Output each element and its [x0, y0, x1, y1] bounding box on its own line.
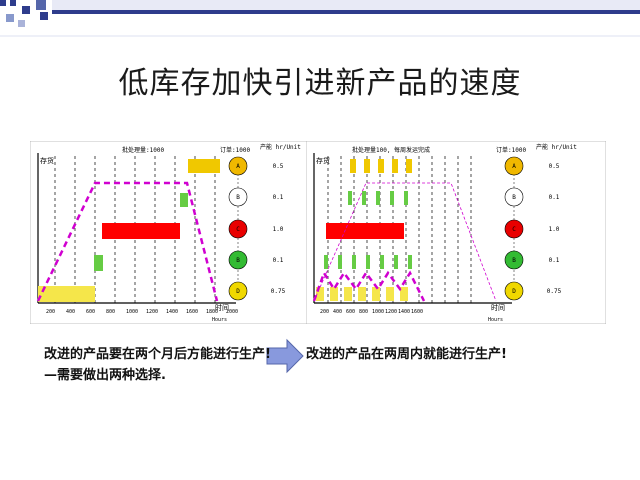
svg-text:400: 400: [333, 309, 342, 315]
svg-text:1.0: 1.0: [549, 226, 560, 233]
svg-text:400: 400: [66, 309, 75, 315]
svg-text:1600: 1600: [411, 309, 423, 315]
svg-text:0.1: 0.1: [549, 257, 560, 264]
green-bar: [94, 255, 103, 271]
svg-text:2000: 2000: [226, 309, 238, 315]
svg-text:D: D: [512, 288, 516, 295]
svg-text:1200: 1200: [146, 309, 158, 315]
svg-text:A: A: [512, 163, 516, 170]
batch-label: 批处理量:1000: [122, 146, 164, 154]
station-b: [504, 187, 524, 207]
right-flow-diagram: 存货 时间 Hours 批处理量100, 每周发运完成 订单:1000 产能 h…: [306, 141, 606, 324]
svg-text:1800: 1800: [206, 309, 218, 315]
svg-text:200: 200: [320, 309, 329, 315]
batch-label: 批处理量100, 每周发运完成: [352, 146, 430, 154]
svg-text:C: C: [512, 226, 516, 233]
orange-bar: [188, 159, 220, 173]
svg-text:1200: 1200: [385, 309, 397, 315]
left-caption: 改进的产品要在两个月后方能进行生产!—需要做出两种选择.: [44, 347, 271, 383]
station-a: [504, 156, 524, 176]
svg-text:D: D: [236, 288, 240, 295]
svg-text:0.75: 0.75: [547, 288, 562, 295]
svg-text:A: A: [236, 163, 240, 170]
svg-text:1400: 1400: [166, 309, 178, 315]
units-header: 产能 hr/Unit: [536, 143, 577, 151]
svg-text:800: 800: [359, 309, 368, 315]
right-caption: 改进的产品在两周内就能进行生产!: [306, 347, 507, 362]
station-c: [228, 219, 248, 239]
header-decoration: [0, 0, 640, 37]
red-bar: [102, 223, 180, 239]
svg-text:600: 600: [346, 309, 355, 315]
yellow-bar: [38, 286, 95, 302]
svg-text:B: B: [236, 194, 240, 201]
red-bar: [326, 223, 404, 239]
svg-text:1600: 1600: [186, 309, 198, 315]
left-flow-diagram: 存货 时间 Hours 批处理量:1000 订单:1000 产能 hr/Unit…: [30, 141, 330, 324]
station-b2: [228, 250, 248, 270]
y-axis-label: 存货: [40, 156, 54, 165]
slide-title: 低库存加快引进新产品的速度: [118, 66, 522, 101]
svg-text:0.5: 0.5: [549, 163, 560, 170]
svg-text:1400: 1400: [398, 309, 410, 315]
order-header: 订单:1000: [220, 146, 250, 154]
svg-text:1000: 1000: [372, 309, 384, 315]
svg-text:1.0: 1.0: [273, 226, 284, 233]
svg-text:B: B: [512, 194, 516, 201]
svg-text:0.5: 0.5: [273, 163, 284, 170]
svg-text:800: 800: [106, 309, 115, 315]
order-header: 订单:1000: [496, 146, 526, 154]
station-b2: [504, 250, 524, 270]
svg-text:1000: 1000: [126, 309, 138, 315]
svg-text:0.1: 0.1: [273, 194, 284, 201]
svg-text:0.1: 0.1: [549, 194, 560, 201]
svg-text:B: B: [236, 257, 240, 264]
x-unit-label: Hours: [488, 317, 503, 323]
units-header: 产能 hr/Unit: [260, 143, 301, 151]
station-d: [228, 281, 248, 301]
x-axis-label: 时间: [215, 303, 229, 312]
station-d: [504, 281, 524, 301]
station-b: [228, 187, 248, 207]
svg-text:0.75: 0.75: [271, 288, 286, 295]
station-c: [504, 219, 524, 239]
x-axis-label: 时间: [491, 303, 505, 312]
svg-text:600: 600: [86, 309, 95, 315]
right-arrow-icon: [266, 338, 304, 374]
svg-text:0.1: 0.1: [273, 257, 284, 264]
x-unit-label: Hours: [212, 317, 227, 323]
svg-text:B: B: [512, 257, 516, 264]
station-a: [228, 156, 248, 176]
svg-text:200: 200: [46, 309, 55, 315]
svg-text:C: C: [236, 226, 240, 233]
y-axis-label: 存货: [316, 156, 330, 165]
green-bar-2: [180, 193, 188, 207]
